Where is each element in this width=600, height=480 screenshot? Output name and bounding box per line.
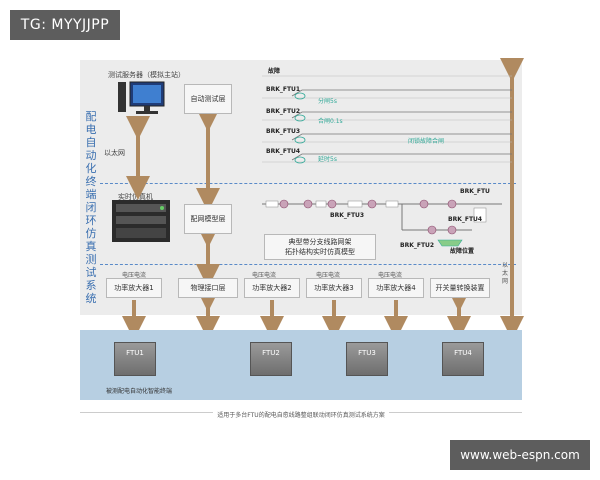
network-label-brk-ftu: BRK_FTU (460, 188, 490, 195)
ethernet-label: 以太网 (104, 149, 125, 157)
voltage-current-label-3: 电压电流 (316, 272, 341, 279)
typical-grid-model-box: 典型带分支线路网架 拓扑结构实时仿真模型 (264, 234, 376, 260)
trace-label-ftu2: BRK_FTU2 (266, 108, 301, 115)
figure-caption-text: 适用于多台FTU的配电自愈线路整组联动闭环仿真测试系统方案 (213, 412, 389, 419)
trace-note-ftu1: 分闸5s (318, 98, 337, 105)
network-topology (262, 199, 502, 247)
physical-interface-layer-box: 物理接口层 (178, 278, 238, 298)
simulator-rack-icon (112, 200, 170, 242)
divider-bottom (100, 264, 516, 265)
system-title-vertical: 配电自动化终端闭环仿真测试系统 (85, 110, 97, 305)
power-amplifier-4: 功率放大器4 (368, 278, 424, 298)
trace-label-ftu4: BRK_FTU4 (266, 148, 301, 155)
waveform-title: 故障 (268, 68, 281, 75)
auto-test-layer-box: 自动测试层 (184, 84, 232, 114)
switch-conversion-device: 开关量转换装置 (430, 278, 490, 298)
network-label-fault-location: 故障位置 (450, 248, 475, 255)
divider-top (100, 183, 516, 184)
network-label-brk-ftu3: BRK_FTU3 (330, 212, 365, 219)
voltage-current-label-2: 电压电流 (252, 272, 277, 279)
computer-icon (118, 81, 165, 114)
trace-note-ftu4: 延时5s (318, 156, 337, 163)
power-amplifier-1: 功率放大器1 (106, 278, 162, 298)
power-amplifier-3: 功率放大器3 (306, 278, 362, 298)
voltage-current-label-1: 电压电流 (122, 272, 147, 279)
network-label-brk-ftu4: BRK_FTU4 (448, 216, 483, 223)
power-amplifier-2: 功率放大器2 (244, 278, 300, 298)
grid-model-layer-box: 配网模型层 (184, 204, 232, 234)
trace-label-ftu3: BRK_FTU3 (266, 128, 301, 135)
voltage-current-label-4: 电压电流 (378, 272, 403, 279)
ethernet-vertical-label: 以太网 (501, 262, 508, 285)
ftu2-device: FTU2 (250, 342, 292, 376)
trace-note-ftu3: 闭锁故障合闸 (408, 138, 445, 145)
ftu4-device: FTU4 (442, 342, 484, 376)
network-label-brk-ftu2: BRK_FTU2 (400, 242, 435, 249)
device-under-test-label: 被测配电自动化智能终端 (106, 388, 173, 395)
trace-label-ftu1: BRK_FTU1 (266, 86, 301, 93)
server-label: 测试服务器（模拟主站） (108, 71, 185, 79)
ftu3-device: FTU3 (346, 342, 388, 376)
waveform-traces (262, 75, 512, 164)
trace-note-ftu2: 合闸0.1s (318, 118, 343, 125)
watermark-top: TG: MYYJJPP (10, 10, 120, 40)
watermark-bottom: www.web-espn.com (450, 440, 590, 470)
ftu1-device: FTU1 (114, 342, 156, 376)
figure-caption: 适用于多台FTU的配电自愈线路整组联动闭环仿真测试系统方案 (80, 410, 522, 419)
